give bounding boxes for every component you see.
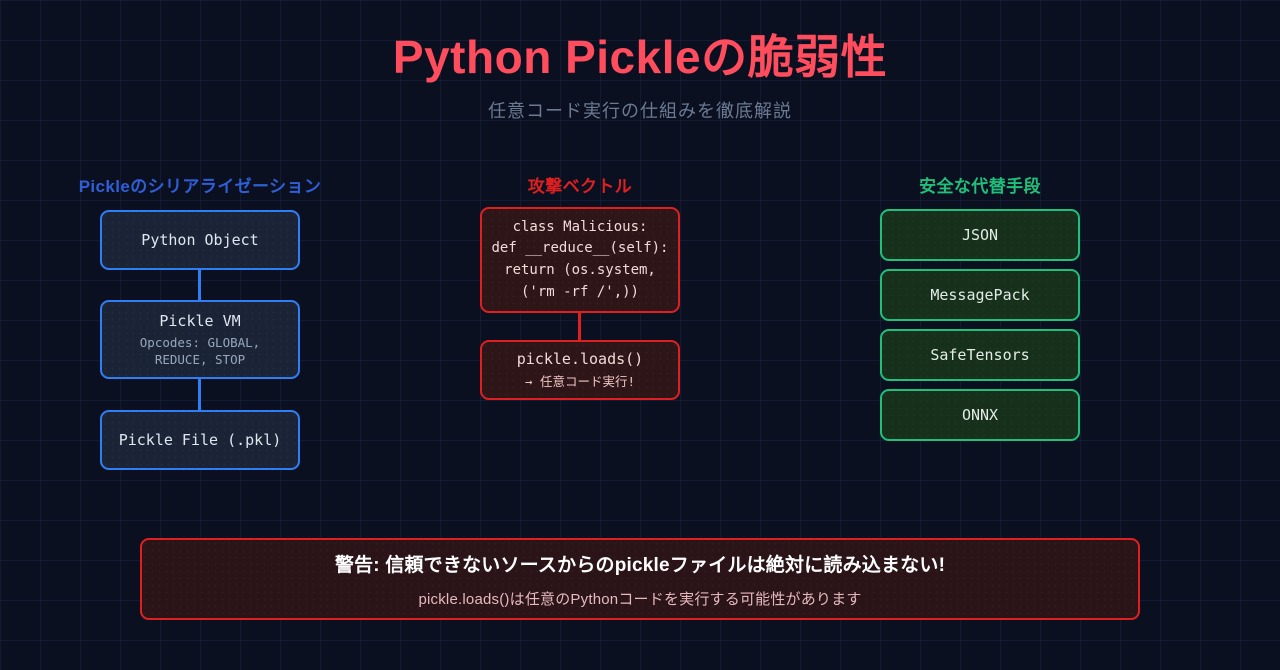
connector-code-to-loads xyxy=(578,313,581,340)
header: Python Pickleの脆弱性 任意コード実行の仕組みを徹底解説 xyxy=(0,32,1280,123)
node-pickle-file-label: Pickle File (.pkl) xyxy=(118,430,282,449)
node-safe-alternative-onnx[interactable]: ONNX xyxy=(880,389,1080,441)
node-pickle-loads[interactable]: pickle.loads() → 任意コード実行! xyxy=(480,340,680,400)
connector-object-to-vm xyxy=(198,270,201,300)
node-safe-alternative-messagepack[interactable]: MessagePack xyxy=(880,269,1080,321)
node-pickle-file[interactable]: Pickle File (.pkl) xyxy=(100,410,300,470)
node-safe-alternative-messagepack-label: MessagePack xyxy=(930,285,1030,304)
node-safe-alternative-json[interactable]: JSON xyxy=(880,209,1080,261)
connector-vm-to-file xyxy=(198,379,201,410)
page-title: Python Pickleの脆弱性 xyxy=(392,31,888,83)
node-pickle-vm-opcodes: Opcodes: GLOBAL, REDUCE, STOP xyxy=(139,334,261,367)
node-malicious-code-snippet[interactable]: class Malicious: def __reduce__(self): r… xyxy=(480,207,680,313)
page-subtitle: 任意コード実行の仕組みを徹底解説 xyxy=(488,100,792,121)
node-safe-alternative-safetensors-label: SafeTensors xyxy=(930,345,1030,364)
warning-banner-title: 警告: 信頼できないソースからのpickleファイルは絶対に読み込まない! xyxy=(334,554,946,576)
warning-banner-subtitle: pickle.loads()は任意のPythonコードを実行する可能性があります xyxy=(418,590,862,608)
node-safe-alternative-onnx-label: ONNX xyxy=(961,405,999,424)
code-line-3: return (os.system, xyxy=(504,262,656,278)
node-pickle-vm[interactable]: Pickle VM Opcodes: GLOBAL, REDUCE, STOP xyxy=(100,300,300,379)
node-pickle-vm-label: Pickle VM xyxy=(159,311,241,330)
warning-banner: 警告: 信頼できないソースからのpickleファイルは絶対に読み込まない! pi… xyxy=(140,538,1140,620)
node-safe-alternative-safetensors[interactable]: SafeTensors xyxy=(880,329,1080,381)
node-safe-alternative-json-label: JSON xyxy=(961,225,999,244)
node-pickle-loads-label: pickle.loads() xyxy=(516,350,644,369)
node-python-object-label: Python Object xyxy=(141,230,259,249)
code-line-1: class Malicious: xyxy=(512,218,648,235)
column-heading-serialization: Pickleのシリアライゼーション xyxy=(78,177,322,196)
node-python-object[interactable]: Python Object xyxy=(100,210,300,270)
node-pickle-loads-result: → 任意コード実行! xyxy=(524,373,636,389)
column-heading-attack-vector: 攻撃ベクトル xyxy=(527,177,633,196)
code-line-4: ('rm -rf /',)) xyxy=(520,283,639,300)
column-heading-safe-alternatives: 安全な代替手段 xyxy=(919,177,1041,196)
code-line-2: def __reduce__(self): xyxy=(491,240,669,257)
